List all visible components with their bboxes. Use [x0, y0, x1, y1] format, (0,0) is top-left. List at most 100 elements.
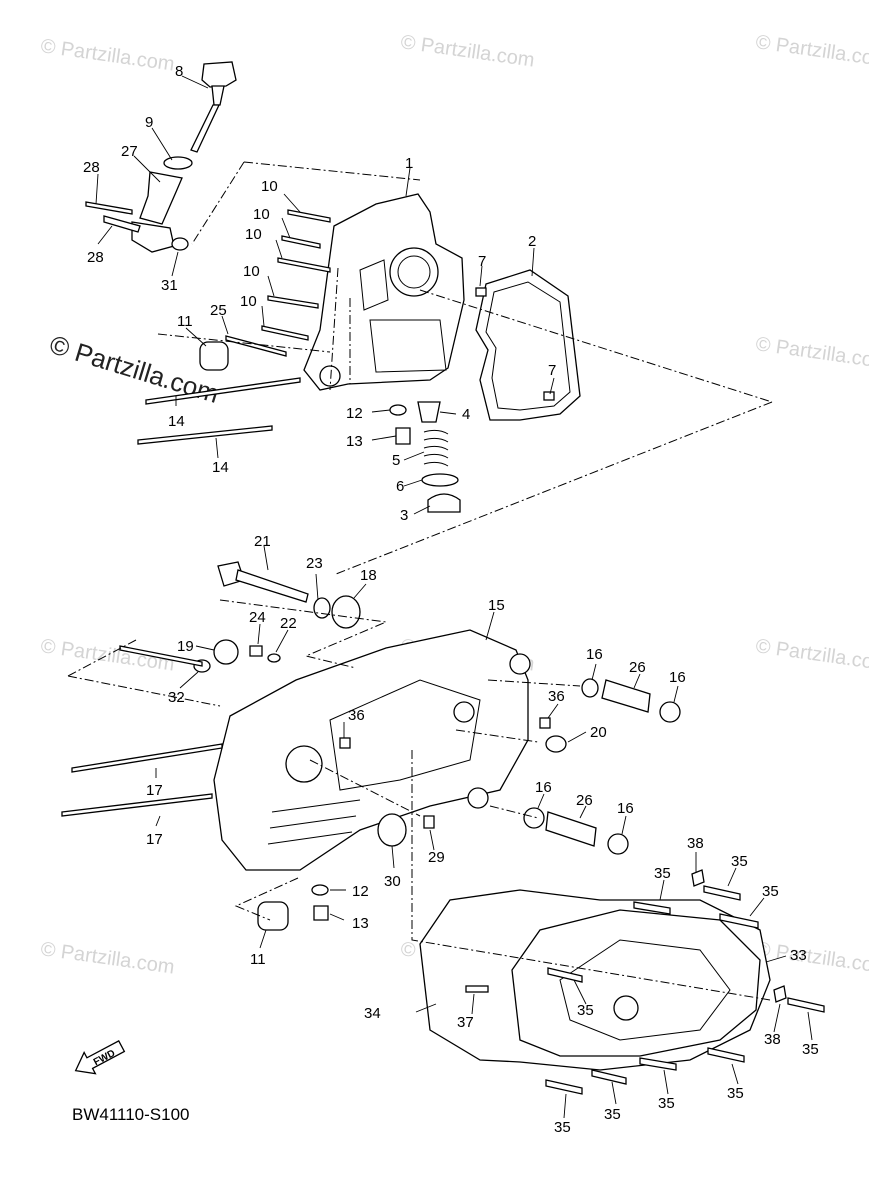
stud-bolt-17	[61, 793, 213, 817]
cover-bolts-10	[225, 209, 331, 357]
bolt-35	[591, 1069, 627, 1085]
callout-12: 12	[346, 405, 363, 422]
bolt-10	[287, 209, 331, 223]
callout-10: 10	[261, 178, 278, 195]
watermark-text: © Partzilla.com	[754, 31, 869, 72]
transmission-cover-33	[419, 889, 771, 1071]
crankcase-boss	[509, 653, 531, 675]
callout-11: 11	[250, 951, 266, 968]
callout-13: 13	[346, 433, 363, 450]
stud-bolt-17	[71, 743, 223, 773]
callout-14: 14	[168, 413, 185, 430]
callout-10: 10	[245, 226, 262, 243]
dipstick-neck	[211, 85, 225, 106]
callout-35: 35	[577, 1002, 594, 1019]
callout-22: 22	[280, 615, 297, 632]
callout-28: 28	[87, 249, 104, 266]
oil-seal-19	[213, 639, 239, 665]
callout-15: 15	[488, 597, 505, 614]
callout-14: 14	[212, 459, 229, 476]
callout-2: 2	[528, 233, 536, 250]
clamp-38	[691, 869, 705, 887]
callout-35: 35	[762, 883, 779, 900]
pipe-set-lower	[523, 807, 629, 855]
callout-27: 27	[121, 143, 138, 160]
callout-33: 33	[790, 947, 807, 964]
o-ring-9	[163, 156, 193, 170]
seal-20	[545, 735, 567, 753]
stud-bolt-14	[137, 425, 273, 445]
pipe-26	[601, 679, 651, 713]
watermark-text: © Partzilla.com	[39, 35, 176, 76]
bolt-35	[547, 967, 583, 983]
callout-16: 16	[617, 800, 634, 817]
watermark-text: © Partzilla.com	[754, 333, 869, 374]
callout-23: 23	[306, 555, 323, 572]
shaft-assembly	[193, 561, 361, 673]
bushing-16	[523, 807, 545, 829]
cover-bolts-35	[545, 869, 825, 1095]
callout-9: 9	[145, 114, 153, 131]
dipstick-assembly	[85, 61, 237, 253]
crankcase-cover-1	[303, 193, 465, 391]
crankcase-bore	[285, 745, 323, 783]
cover-boss	[319, 365, 341, 387]
cover-bore	[389, 247, 439, 297]
callout-5: 5	[392, 452, 400, 469]
callout-7: 7	[478, 253, 486, 270]
cover-bore-inner	[397, 255, 431, 289]
crankcase-fins	[267, 799, 361, 845]
gasket-2-inner	[485, 281, 571, 411]
callout-18: 18	[360, 567, 377, 584]
callout-20: 20	[590, 724, 607, 741]
stud-bolt-14	[145, 377, 301, 405]
watermark-text: © Partzilla.com	[39, 938, 176, 979]
leader-lines	[95, 75, 813, 1119]
dipstick-rod	[190, 104, 221, 153]
strainer-4	[417, 401, 441, 423]
cover-33-relief	[559, 939, 731, 1041]
callout-28: 28	[83, 159, 100, 176]
bushing-16	[581, 678, 599, 698]
callout-31: 31	[161, 277, 178, 294]
bolt-28b	[103, 215, 141, 233]
alignment-lines	[67, 161, 773, 1001]
bolt-35	[633, 901, 671, 915]
callout-17: 17	[146, 831, 163, 848]
fwd-label: FWD	[92, 1048, 117, 1068]
dowel-pin-36	[539, 717, 551, 729]
fwd-arrow-shape	[74, 1040, 126, 1075]
bolt-35	[787, 997, 825, 1013]
callout-35: 35	[604, 1106, 621, 1123]
damper-11	[199, 341, 229, 371]
bolt-35	[545, 1079, 583, 1095]
cover-rib	[359, 259, 389, 311]
callout-32: 32	[168, 689, 185, 706]
bolt-10	[261, 325, 309, 341]
callout-10: 10	[253, 206, 270, 223]
callout-12: 12	[352, 883, 369, 900]
circlip-23	[313, 597, 331, 619]
washer-22	[267, 653, 281, 663]
o-ring-31	[171, 237, 189, 251]
o-ring-6	[421, 473, 459, 487]
collar-24	[249, 645, 263, 657]
filler-tube	[139, 171, 183, 225]
oil-seal-18	[331, 595, 361, 629]
cover-pocket	[369, 319, 447, 373]
callout-7: 7	[548, 362, 556, 379]
drain-bolt-13	[395, 427, 411, 445]
callout-34: 34	[364, 1005, 381, 1022]
callout-35: 35	[654, 865, 671, 882]
fwd-arrow-icon: FWD	[74, 1040, 126, 1075]
callout-26: 26	[629, 659, 646, 676]
plug-3	[427, 493, 461, 513]
bolt-10	[277, 257, 331, 273]
dowel-pin-36	[339, 737, 351, 749]
callout-29: 29	[428, 849, 445, 866]
bolt-29	[423, 815, 435, 829]
shaft-21	[235, 569, 309, 603]
callout-35: 35	[658, 1095, 675, 1112]
callout-38: 38	[687, 835, 704, 852]
